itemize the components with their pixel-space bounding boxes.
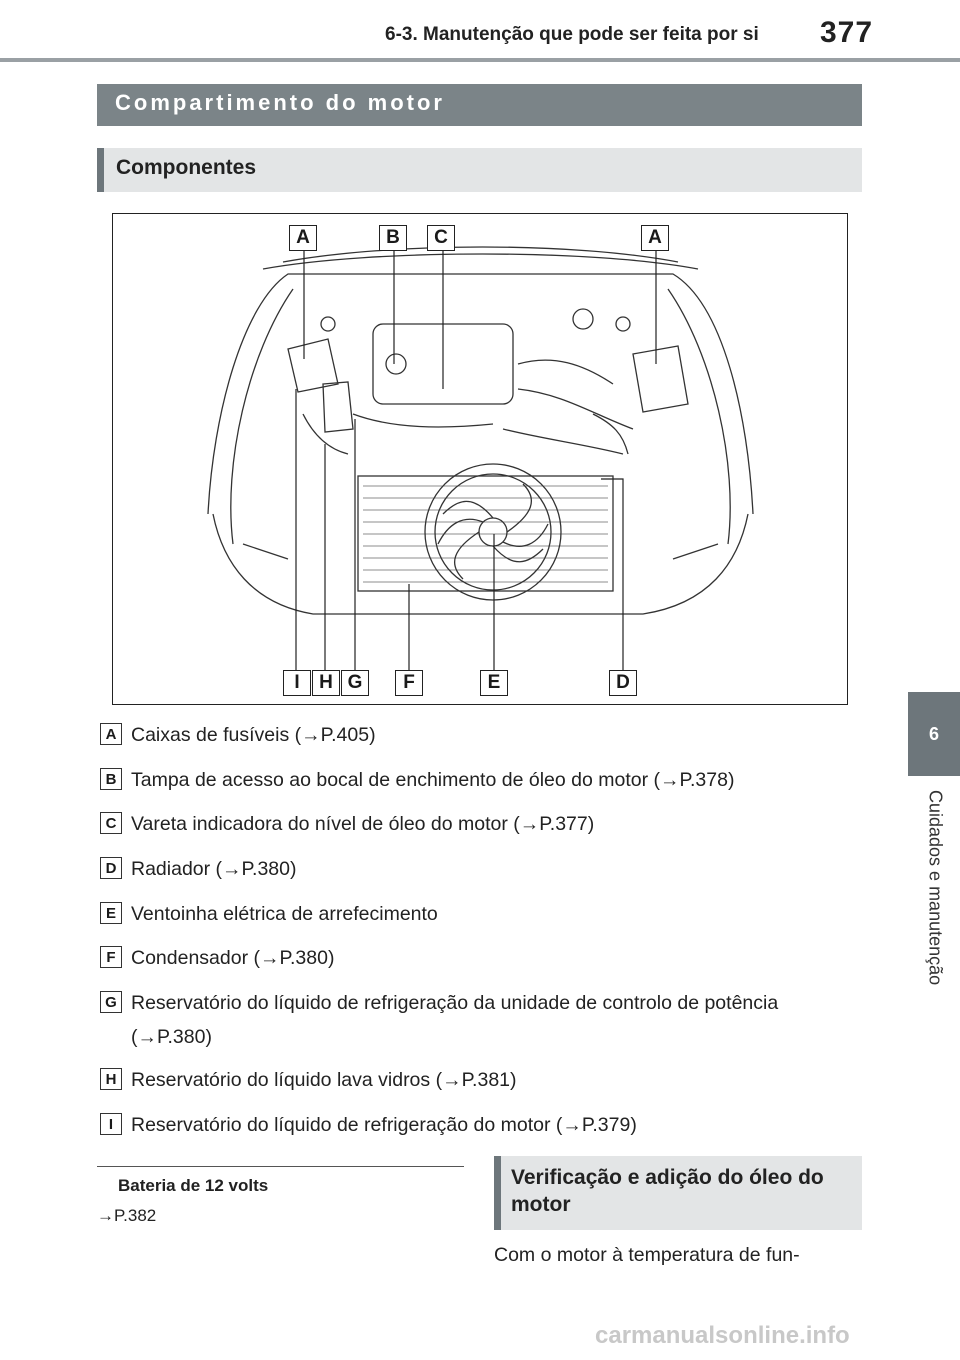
chapter-number: 6 <box>928 723 939 744</box>
figure-callout-e: E <box>480 670 508 696</box>
figure-callout-c: C <box>427 225 455 251</box>
list-item-letter: A <box>100 723 122 745</box>
section-title: Compartimento do motor <box>97 84 862 126</box>
figure-callout-d: D <box>609 670 637 696</box>
page-number: 377 <box>820 16 874 49</box>
list-item: Reservatório do líquido de refrigeração … <box>131 1114 637 1136</box>
engine-illustration <box>207 246 754 671</box>
engine-compartment-figure: A B C A I H G F E D <box>112 213 848 705</box>
subsection-title: Componentes <box>97 148 862 192</box>
list-item: Reservatório do líquido lava vidros (→P.… <box>131 1069 517 1091</box>
oil-section-text: Com o motor à temperatura de fun- <box>494 1244 800 1266</box>
list-item-letter: G <box>100 991 122 1013</box>
list-item: Caixas de fusíveis (→P.405) <box>131 724 376 746</box>
oil-section-title: Verificação e adição do óleo do motor <box>494 1156 862 1230</box>
chapter-tab: 6 <box>908 692 960 776</box>
battery-page-ref: →P.382 <box>97 1206 157 1225</box>
list-item: Ventoinha elétrica de arrefecimento <box>131 903 438 925</box>
list-item: Reservatório do líquido de refrigeração … <box>131 992 779 1048</box>
list-item: Condensador (→P.380) <box>131 947 335 969</box>
figure-callout-a: A <box>289 225 317 251</box>
battery-rule <box>97 1166 464 1167</box>
battery-title: Bateria de 12 volts <box>118 1176 269 1195</box>
watermark: carmanualsonline.info <box>595 1322 850 1349</box>
list-item-letter: E <box>100 902 122 924</box>
list-item-letter: C <box>100 812 122 834</box>
figure-callout-a: A <box>641 225 669 251</box>
running-header-section: 6-3. Manutenção que pode ser feita por s… <box>385 24 759 45</box>
list-item: Radiador (→P.380) <box>131 858 297 880</box>
header-rule <box>0 58 960 62</box>
list-item: Vareta indicadora do nível de óleo do mo… <box>131 813 595 835</box>
chapter-label: Cuidados e manutenção <box>925 790 946 986</box>
list-item-letter: B <box>100 768 122 790</box>
list-item-letter: F <box>100 946 122 968</box>
figure-callout-i: I <box>283 670 311 696</box>
list-item-letter: H <box>100 1068 122 1090</box>
figure-callout-h: H <box>312 670 340 696</box>
list-item-letter: D <box>100 857 122 879</box>
figure-callout-b: B <box>379 225 407 251</box>
figure-callout-g: G <box>341 670 369 696</box>
list-item-letter: I <box>100 1113 122 1135</box>
figure-callout-f: F <box>395 670 423 696</box>
list-item: Tampa de acesso ao bocal de enchimento d… <box>131 769 735 791</box>
